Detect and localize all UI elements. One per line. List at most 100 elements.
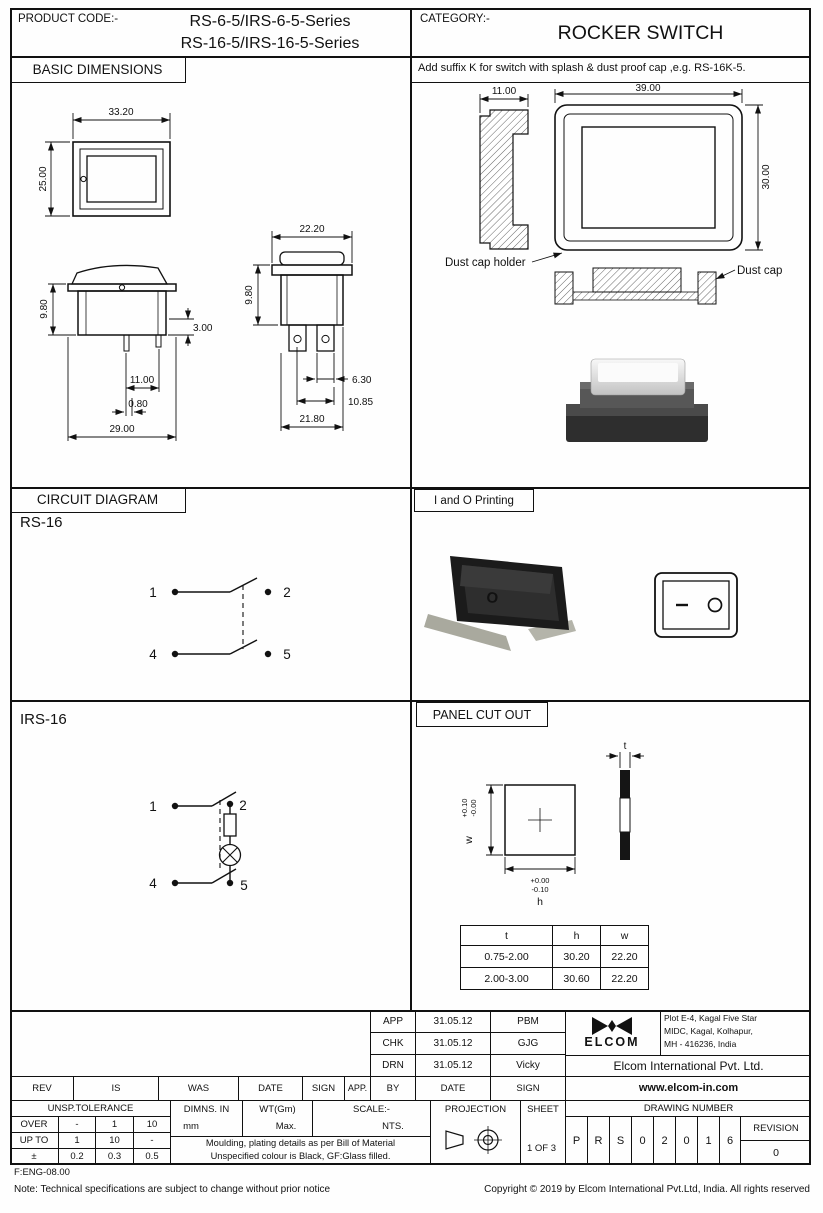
sign-header: SIGN	[311, 1082, 336, 1094]
table-header-row: t h w	[460, 925, 649, 946]
cell-w-2: 22.20	[600, 967, 649, 990]
irs16-circuit-lines	[178, 791, 242, 884]
drawing-number-char: 1	[705, 1134, 712, 1147]
cell-w-1: 22.20	[600, 945, 649, 968]
tb-line	[697, 1116, 698, 1165]
tol-cell: 1	[111, 1118, 118, 1130]
irs16-terminal-5: 5	[240, 878, 248, 893]
dust-cap-holder-leader	[531, 252, 563, 263]
address-line: MH - 416236, India	[664, 1039, 737, 1050]
section-divider-1	[10, 487, 811, 489]
tb-line	[740, 1140, 811, 1141]
tb-line	[370, 1054, 565, 1055]
tb-line	[587, 1116, 588, 1165]
wt-label: WT(Gm)	[259, 1103, 296, 1115]
tb-line	[675, 1116, 676, 1165]
irs16-label: IRS-16	[20, 711, 67, 728]
sheet-value: 1 OF 3	[526, 1142, 557, 1154]
dim-front-height: 25.00	[38, 166, 49, 191]
table-row: 2.00-3.00 30.60 22.20	[460, 967, 649, 990]
holder-dimension-lines	[479, 89, 763, 251]
material-note-line-1: Moulding, plating details as per Bill of…	[205, 1137, 396, 1148]
dim-pin-pitch: 11.00	[130, 375, 155, 386]
projection-symbol-icon	[445, 1126, 502, 1154]
drawing-number-char: 6	[726, 1134, 734, 1147]
resistor-symbol	[223, 813, 237, 837]
rs16-terminal-1: 1	[149, 585, 157, 600]
tb-line	[719, 1116, 720, 1165]
approval-role: DRN	[382, 1059, 404, 1071]
front-view	[72, 141, 171, 217]
tb-line	[370, 1010, 371, 1100]
drawing-number-char: 2	[661, 1134, 668, 1147]
tol-cell: -	[150, 1134, 154, 1146]
cell-t-range-2: 2.00-3.00	[460, 967, 553, 990]
tol-cell: ±	[31, 1150, 37, 1162]
rev-header: REV	[32, 1082, 52, 1094]
scale-label: SCALE:-	[353, 1103, 390, 1115]
tb-line	[95, 1116, 96, 1165]
terminal-dot-4	[171, 879, 179, 887]
wt-max-label: Max.	[275, 1120, 297, 1132]
dust-cap-label: Dust cap	[737, 265, 782, 277]
revision-value: 0	[773, 1146, 779, 1159]
tol-cell: 0.3	[107, 1150, 122, 1162]
scale-value: NTS.	[382, 1120, 404, 1132]
front-view-2-dimension-lines	[253, 231, 353, 431]
dim-label-t: t	[624, 741, 627, 752]
io-printing-header: I and O Printing	[414, 489, 534, 512]
tb-line	[565, 1055, 811, 1056]
dust-cap-holder-front-view	[554, 104, 743, 251]
address-line: Plot E-4, Kagal Five Star	[664, 1013, 758, 1023]
tb-line	[312, 1100, 313, 1136]
rocker-switch-photo: O	[424, 556, 576, 651]
dim-side-height: 9.80	[39, 299, 50, 319]
w-tol-minus: -0.00	[469, 799, 478, 816]
tb-line	[631, 1116, 632, 1165]
projection-label: PROJECTION	[444, 1103, 507, 1115]
approval-sign: Vicky	[516, 1059, 540, 1071]
tol-cell: 1	[74, 1134, 80, 1146]
dim-top-width: 22.20	[299, 224, 324, 235]
h-tol-plus: +0.00	[531, 876, 550, 885]
unsp-tolerance-header: UNSP.TOLERANCE	[47, 1102, 134, 1114]
rs16-terminal-5: 5	[283, 647, 291, 662]
tol-cell: 0.5	[145, 1150, 159, 1162]
dust-cap-section-view	[554, 267, 717, 305]
product-code-label: PRODUCT CODE:-	[18, 13, 119, 25]
drawing-number-char: 0	[639, 1134, 646, 1147]
tb-line	[242, 1100, 243, 1136]
rs16-circuit-drawing: 1 2 4 5	[149, 577, 291, 662]
drawing-number-label: DRAWING NUMBER	[643, 1102, 734, 1114]
dust-cap-leader	[715, 269, 736, 280]
tol-cell: UP TO	[19, 1134, 49, 1146]
terminal-dot-2	[264, 588, 272, 596]
date-header: DATE	[258, 1082, 283, 1094]
dim-pin-offset: 0.80	[128, 399, 148, 410]
tb-line	[10, 1148, 170, 1149]
dust-cap-holder-label: Dust cap holder	[445, 257, 526, 269]
irs16-circuit-drawing: 1 2 4 5	[149, 791, 248, 893]
cutout-rectangle	[504, 784, 576, 856]
approval-date: 31.05.12	[433, 1015, 473, 1027]
tb-line	[302, 1076, 303, 1100]
dim-tab-width: 6.30	[352, 375, 372, 386]
company-name: Elcom International Pvt. Ltd.	[613, 1058, 764, 1073]
form-reference: F:ENG-08.00	[14, 1167, 70, 1178]
th-t: t	[460, 925, 553, 946]
tb-line	[565, 1010, 566, 1165]
main-vertical-divider	[410, 8, 412, 1010]
th-w: w	[600, 925, 649, 946]
dim-body-width: 21.80	[299, 414, 324, 425]
header-divider	[10, 56, 811, 58]
tb-line	[520, 1100, 521, 1165]
rs16-circuit-lines	[178, 577, 258, 655]
material-note: Moulding, plating details as per Bill of…	[170, 1136, 431, 1164]
approval-role: APP	[382, 1015, 403, 1027]
cell-t-range-1: 0.75-2.00	[460, 945, 553, 968]
terminal-dot-1	[171, 802, 179, 810]
o-mark	[707, 597, 723, 613]
was-header: WAS	[187, 1082, 210, 1094]
tb-line	[430, 1100, 431, 1165]
address-line: MIDC, Kagal, Kolhapur,	[664, 1026, 753, 1037]
